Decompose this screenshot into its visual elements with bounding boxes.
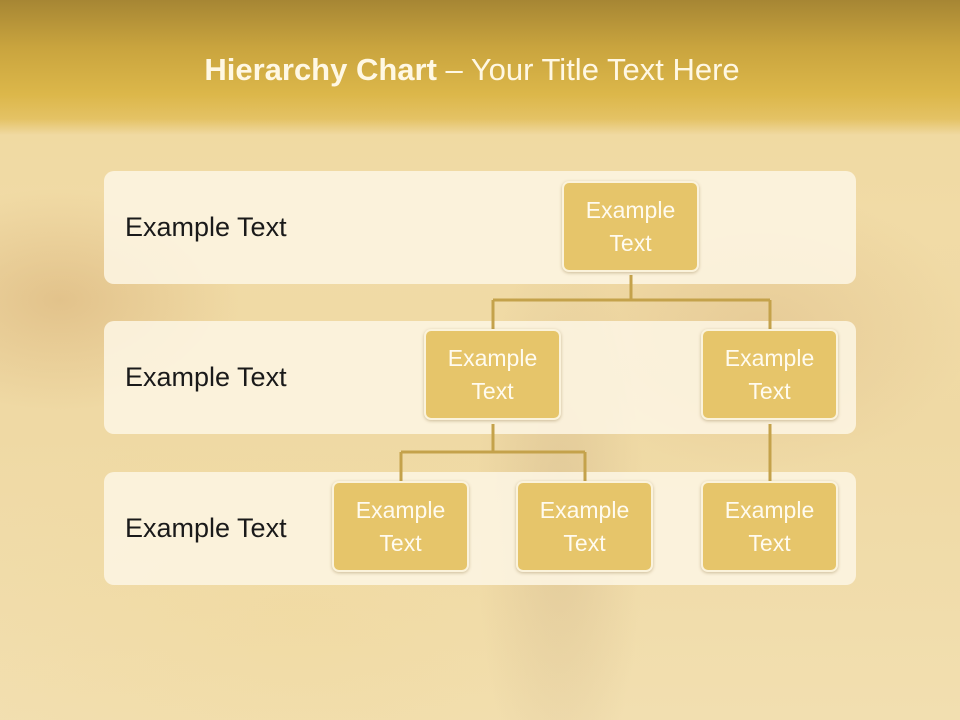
level-2-label: Example Text: [125, 362, 287, 392]
title-subtitle: – Your Title Text Here: [436, 52, 740, 87]
level-1-label: Example Text: [125, 212, 287, 242]
node-level3-left: Example Text: [332, 481, 469, 572]
node-level2-left: Example Text: [424, 329, 561, 420]
node-root: Example Text: [562, 181, 699, 272]
level-3-label: Example Text: [125, 513, 287, 543]
node-level2-right: Example Text: [701, 329, 838, 420]
title-bar: [0, 0, 960, 135]
node-level3-right: Example Text: [701, 481, 838, 572]
node-level3-middle: Example Text: [516, 481, 653, 572]
title-main: Hierarchy Chart: [204, 52, 437, 87]
slide-title: Hierarchy Chart – Your Title Text Here: [0, 52, 944, 88]
level-band-1: [104, 171, 856, 284]
